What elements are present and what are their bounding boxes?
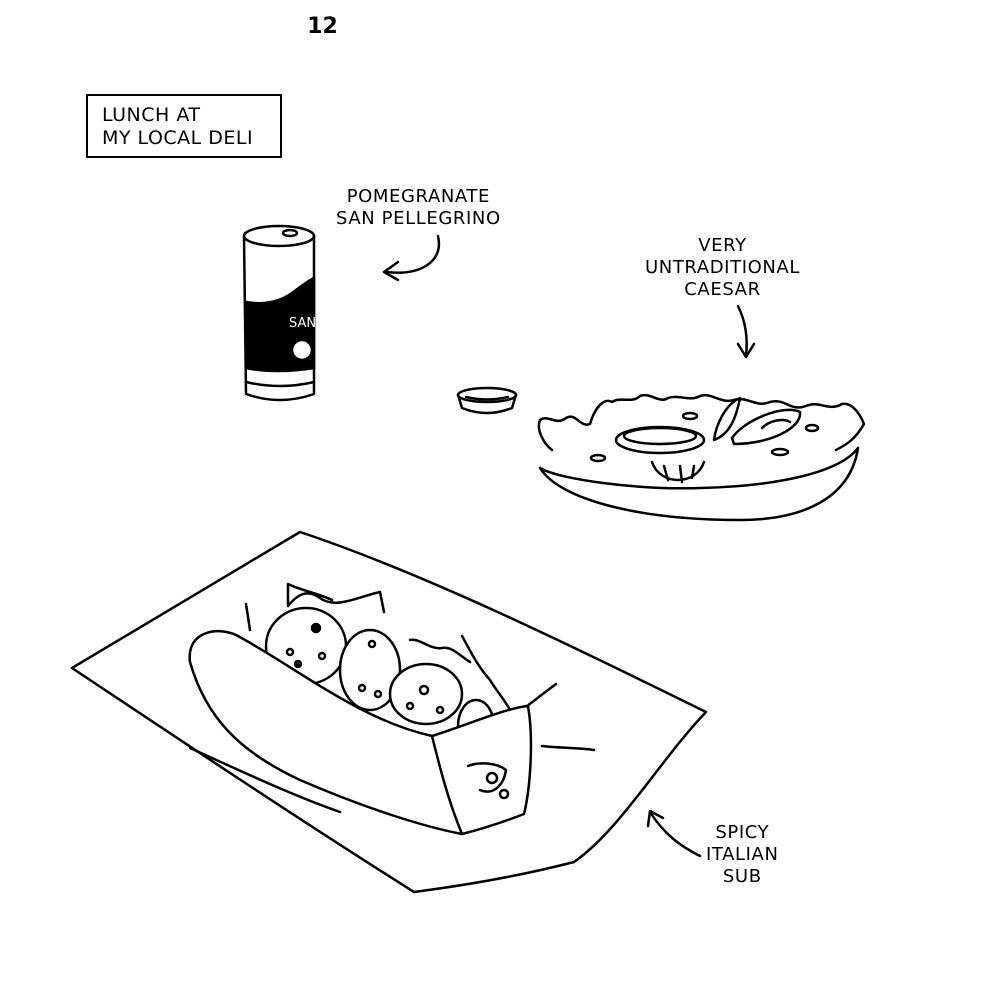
sub-label: SPICY ITALIAN SUB: [706, 822, 779, 888]
wrapping-paper: [70, 530, 708, 894]
title-box: LUNCH AT MY LOCAL DELI: [86, 94, 282, 158]
salad-label-line-3: CAESAR: [684, 279, 761, 300]
drink-label-line-2: SAN PELLEGRINO: [336, 208, 501, 229]
can-label: SAN: [289, 316, 316, 331]
drink-label-line-1: POMEGRANATE: [346, 186, 491, 207]
title-line-1: LUNCH AT: [102, 104, 201, 126]
sub-sandwich: [188, 582, 533, 836]
page-number: 12: [307, 14, 338, 39]
salad-arrow-icon: [736, 304, 756, 359]
salad-label-line-1: VERY: [698, 235, 747, 256]
salad-label-line-2: UNTRADITIONAL: [645, 257, 800, 278]
drink-arrow-icon: [382, 234, 441, 282]
salad-bowl: [537, 393, 866, 522]
dressing-cup: [456, 386, 518, 415]
sub-label-line-1: SPICY: [715, 822, 770, 843]
salad-label: VERY UNTRADITIONAL CAESAR: [645, 235, 800, 301]
soda-can: SAN: [242, 224, 316, 402]
sub-label-line-2: ITALIAN: [706, 844, 779, 865]
sub-arrow-icon: [646, 809, 702, 858]
title-line-2: MY LOCAL DELI: [102, 127, 254, 149]
sub-label-line-3: SUB: [722, 866, 762, 887]
drink-label: POMEGRANATE SAN PELLEGRINO: [336, 186, 501, 230]
